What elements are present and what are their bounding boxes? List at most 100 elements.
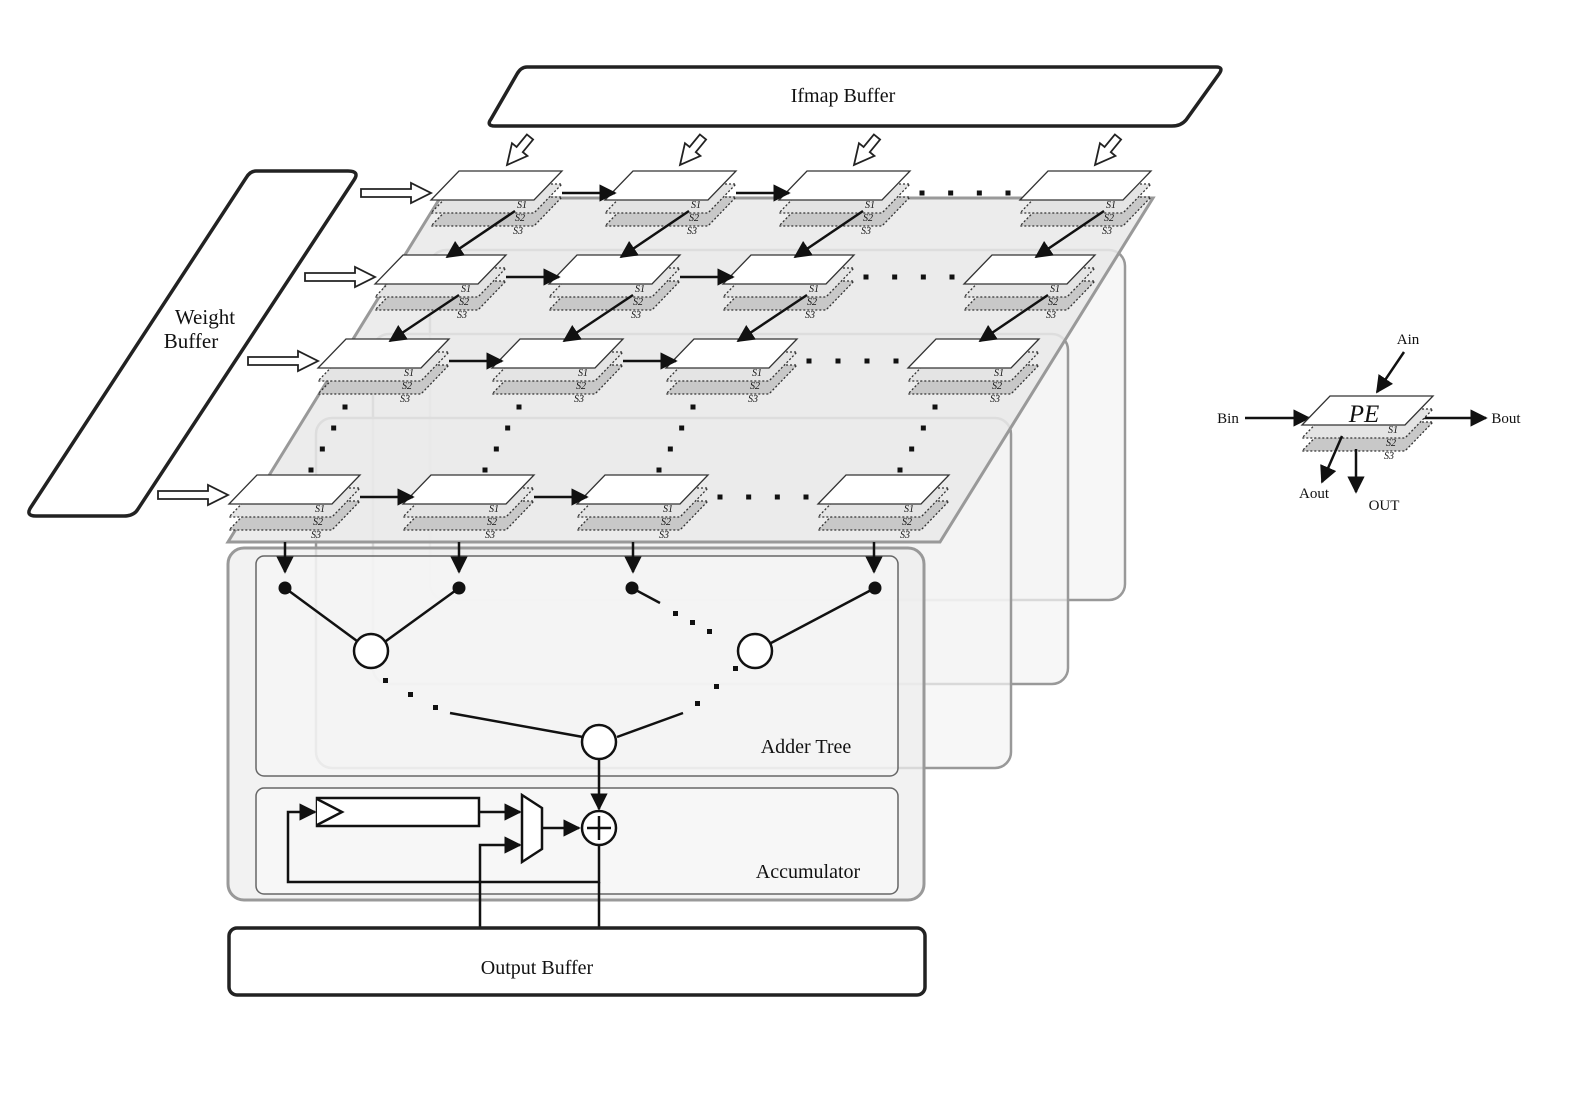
- pe-layer-label: S3: [1384, 451, 1394, 462]
- pe-grid: S1S2S3S1S2S3S1S2S3S1S2S3S1S2S3S1S2S3S1S2…: [157, 133, 1153, 574]
- adder-node: [736, 632, 774, 670]
- input-hollow-arrow: [247, 349, 321, 373]
- pe-layer-label: S1: [904, 504, 914, 515]
- diagonal-dataflow-arrow: [793, 209, 864, 259]
- pe-legend-bin: Bin: [1217, 411, 1239, 427]
- pe-layer-1: [962, 254, 1097, 285]
- pe-layer-label: S1: [752, 368, 762, 379]
- diagonal-dataflow-arrow: [619, 209, 690, 259]
- pe-layer-label: S1: [489, 504, 499, 515]
- adder-input-node: [868, 581, 882, 595]
- ellipsis-dot: [656, 467, 662, 473]
- pe-layer-label: S1: [461, 284, 471, 295]
- ellipsis-dot: [331, 425, 337, 431]
- pe-layer-label: S3: [805, 310, 815, 321]
- input-hollow-arrow: [157, 483, 231, 507]
- pe-layer-label: S3: [900, 530, 910, 541]
- pe-layer-label: S3: [513, 226, 523, 237]
- ellipsis-dot: [920, 425, 926, 431]
- pe-layer-label: S1: [315, 504, 325, 515]
- ellipsis-dot: [835, 358, 841, 364]
- pe-legend-title: PE: [1348, 401, 1380, 428]
- input-hollow-arrow: [678, 133, 708, 167]
- ellipsis-dot: [864, 358, 870, 364]
- accumulator-label: Accumulator: [756, 861, 861, 883]
- pe-layer-label: S2: [902, 517, 912, 528]
- pe-layer-label: S1: [578, 368, 588, 379]
- diagonal-dataflow-arrow: [562, 293, 634, 343]
- pe-layer-1: [906, 338, 1041, 369]
- pe-layer-label: S2: [689, 213, 699, 224]
- ellipsis-dot: [949, 274, 955, 280]
- pe-legend-ain: Ain: [1397, 332, 1420, 348]
- adder-tree-input-nodes: [278, 581, 882, 595]
- pe-layer-label: S2: [633, 297, 643, 308]
- pe-layer-label: S1: [691, 200, 701, 211]
- pe-layer-label: S2: [750, 381, 760, 392]
- pe-layer-label: S3: [659, 530, 669, 541]
- pe-legend-aout: Aout: [1299, 486, 1330, 502]
- pe-layer-label: S1: [809, 284, 819, 295]
- input-hollow-arrow: [852, 133, 882, 167]
- pe-layer-label: S3: [311, 530, 321, 541]
- pe-layer-label: S1: [994, 368, 1004, 379]
- pe-layer-label: S2: [1104, 213, 1114, 224]
- diagonal-dataflow-arrow: [388, 293, 460, 343]
- pe-layer-label: S1: [404, 368, 414, 379]
- ellipsis-dot: [892, 274, 898, 280]
- adder-node: [352, 632, 390, 670]
- ellipsis-dot: [493, 446, 499, 452]
- output-buffer-label: Output Buffer: [481, 957, 594, 979]
- pe-layer-1: [816, 474, 951, 505]
- diagonal-dataflow-arrow: [978, 293, 1049, 343]
- pe-layer-1: [227, 474, 362, 505]
- pe-layer-label: S1: [865, 200, 875, 211]
- pe-layer-label: S3: [400, 394, 410, 405]
- pe-layer-label: S1: [635, 284, 645, 295]
- pe-layer-label: S2: [487, 517, 497, 528]
- pe-layer-label: S3: [574, 394, 584, 405]
- pe-layer-label: S2: [1386, 438, 1396, 449]
- ellipsis-dot: [717, 494, 723, 500]
- weight-buffer-label-line2: Buffer: [164, 329, 218, 353]
- ellipsis-dot: [920, 274, 926, 280]
- ellipsis-dot: [319, 446, 325, 452]
- pe-layer-label: S3: [748, 394, 758, 405]
- weight-buffer: Weight Buffer: [27, 169, 358, 518]
- ellipsis-dot: [897, 467, 903, 473]
- ellipsis-dot: [893, 358, 899, 364]
- ellipsis-dot: [679, 425, 685, 431]
- input-hollow-arrow: [505, 133, 535, 167]
- input-hollow-arrow: [360, 181, 434, 205]
- adder-accumulator-block: Adder Tree Accumulator: [226, 546, 926, 950]
- ellipsis-dot: [774, 494, 780, 500]
- pe-layer-label: S1: [517, 200, 527, 211]
- pe-layer-1: [1300, 395, 1435, 426]
- pe-layer-1: [373, 254, 508, 285]
- pe-layer-label: S2: [807, 297, 817, 308]
- weight-buffer-label-line1: Weight: [175, 305, 235, 329]
- pe-layer-label: S3: [485, 530, 495, 541]
- pe-layer-label: S3: [457, 310, 467, 321]
- ellipsis-dot: [976, 190, 982, 196]
- ellipsis-dot: [803, 494, 809, 500]
- pe-layer-label: S2: [863, 213, 873, 224]
- pe-layer-label: S1: [1050, 284, 1060, 295]
- pe-layer-label: S2: [515, 213, 525, 224]
- adder-input-node: [278, 581, 292, 595]
- diagonal-dataflow-arrow: [736, 293, 808, 343]
- ellipsis-dot: [806, 358, 812, 364]
- pe-layer-1: [316, 338, 451, 369]
- ellipsis-dot: [505, 425, 511, 431]
